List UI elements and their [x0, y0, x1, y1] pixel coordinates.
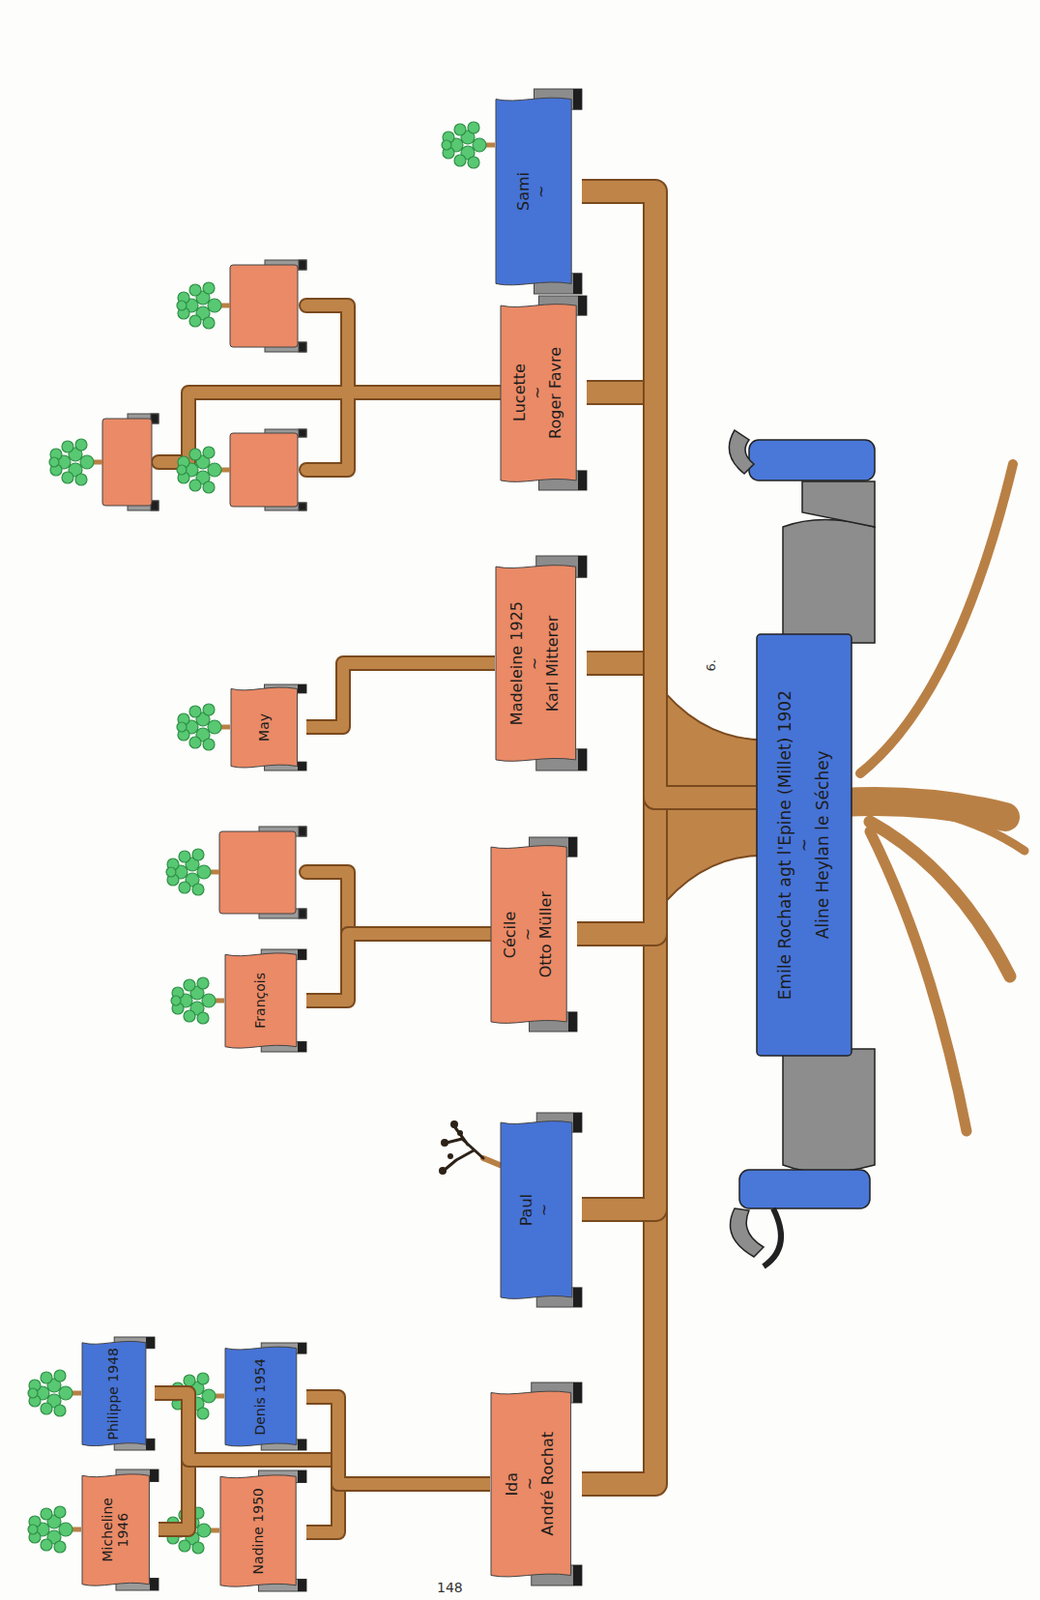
family-banner: Cécile~Otto Müller	[490, 837, 578, 1032]
banner-content: Denis 1954	[224, 1348, 297, 1445]
banner-content: Cécile~Otto Müller	[490, 846, 567, 1022]
tree-branch	[581, 191, 756, 798]
banner-text: Cécile~Otto Müller	[501, 891, 555, 978]
banner-text: May	[256, 713, 272, 742]
banner-text: Sami~	[515, 172, 551, 211]
banner-text: Madeleine 1925~Karl Mitterer	[508, 601, 562, 725]
person-name: ~	[519, 891, 537, 978]
banner-content: François	[224, 953, 297, 1046]
banner-content: Madeleine 1925~Karl Mitterer	[494, 566, 577, 760]
banner-content: Sami~	[494, 99, 572, 285]
banner-text: Philippe 1948	[105, 1347, 121, 1440]
tree-branch	[577, 797, 756, 934]
banner-content: Emile Rochat agt l'Epine (Millet) 1902~A…	[755, 633, 853, 1057]
banner-text: Emile Rochat agt l'Epine (Millet) 1902~A…	[776, 690, 834, 1000]
person-name: Roger Favre	[547, 346, 565, 439]
person-name: Paul	[518, 1193, 536, 1226]
page-number: 148	[436, 1579, 463, 1595]
banner-text: Denis 1954	[252, 1357, 268, 1436]
banner-text: François	[252, 972, 268, 1029]
person-name: Emile Rochat agt l'Epine (Millet) 1902	[776, 690, 796, 1000]
banner-content: Lucette~Roger Favre	[499, 305, 577, 481]
family-banner: Emile Rochat agt l'Epine (Millet) 1902~A…	[755, 633, 853, 1057]
person-name: Nadine 1950	[250, 1487, 266, 1574]
tree-branch	[581, 797, 756, 1484]
leaf-clumps	[28, 121, 495, 1554]
banner-content: Nadine 1950	[219, 1475, 296, 1586]
family-banner: Philippe 1948	[81, 1336, 155, 1450]
tree-branch	[581, 797, 756, 1210]
family-banner: May	[230, 684, 307, 771]
person-name: François	[252, 972, 268, 1029]
tree-branch	[306, 1396, 491, 1484]
tree-branch	[586, 392, 756, 798]
scroll-ends	[728, 430, 875, 1267]
person-name: ~	[535, 1193, 553, 1226]
tree-branch	[306, 663, 495, 727]
family-banner: François	[224, 949, 307, 1052]
family-banner: Sami~	[494, 88, 582, 294]
person-name: Aline Heylan le Séchey	[813, 690, 834, 1000]
person-name: ~	[794, 690, 814, 1000]
person-name: Sami	[515, 172, 533, 211]
unnamed-branches	[158, 305, 500, 934]
unnamed-banners	[102, 260, 307, 919]
family-banner: Denis 1954	[224, 1342, 307, 1450]
person-name: Madeleine 1925	[508, 601, 526, 725]
banner-text: Paul~	[518, 1193, 554, 1226]
person-name: Karl Mitterer	[544, 601, 562, 725]
person-name: Micheline 1946	[99, 1478, 131, 1581]
banner-content: Philippe 1948	[81, 1342, 146, 1445]
banner-content: May	[230, 688, 298, 766]
tree-branch	[586, 663, 756, 798]
person-name: ~	[528, 346, 547, 439]
family-banner: Paul~	[499, 1112, 582, 1307]
note-number: 6.	[703, 659, 719, 671]
person-name: May	[256, 713, 272, 742]
family-banner: Ida~André Rochat	[490, 1382, 582, 1586]
family-banner: Micheline 1946	[81, 1469, 159, 1590]
tree-branch	[306, 933, 491, 1001]
person-name: ~	[521, 1431, 540, 1536]
banner-content: Paul~	[499, 1122, 573, 1298]
dead-twig	[438, 1120, 500, 1175]
banner-text: Nadine 1950	[250, 1487, 266, 1574]
tree-branch	[158, 1459, 491, 1530]
banner-content: Ida~André Rochat	[490, 1392, 572, 1576]
banner-text: Lucette~Roger Favre	[511, 346, 565, 439]
person-name: ~	[533, 172, 551, 211]
person-name: Cécile	[501, 891, 520, 978]
banner-text: Ida~André Rochat	[503, 1431, 557, 1536]
family-banner: Madeleine 1925~Karl Mitterer	[494, 555, 587, 771]
family-banner: Lucette~Roger Favre	[499, 295, 587, 491]
tree-branch	[154, 1392, 491, 1484]
banner-text: Micheline 1946	[99, 1478, 131, 1581]
person-name: André Rochat	[539, 1431, 557, 1536]
person-name: ~	[526, 601, 545, 725]
person-name: Otto Müller	[537, 891, 555, 978]
person-name: Lucette	[511, 346, 529, 439]
person-name: Denis 1954	[252, 1357, 268, 1436]
person-name: Ida	[503, 1431, 521, 1536]
person-name: Philippe 1948	[105, 1347, 121, 1440]
banner-content: Micheline 1946	[81, 1474, 149, 1585]
family-banner: Nadine 1950	[219, 1470, 307, 1591]
